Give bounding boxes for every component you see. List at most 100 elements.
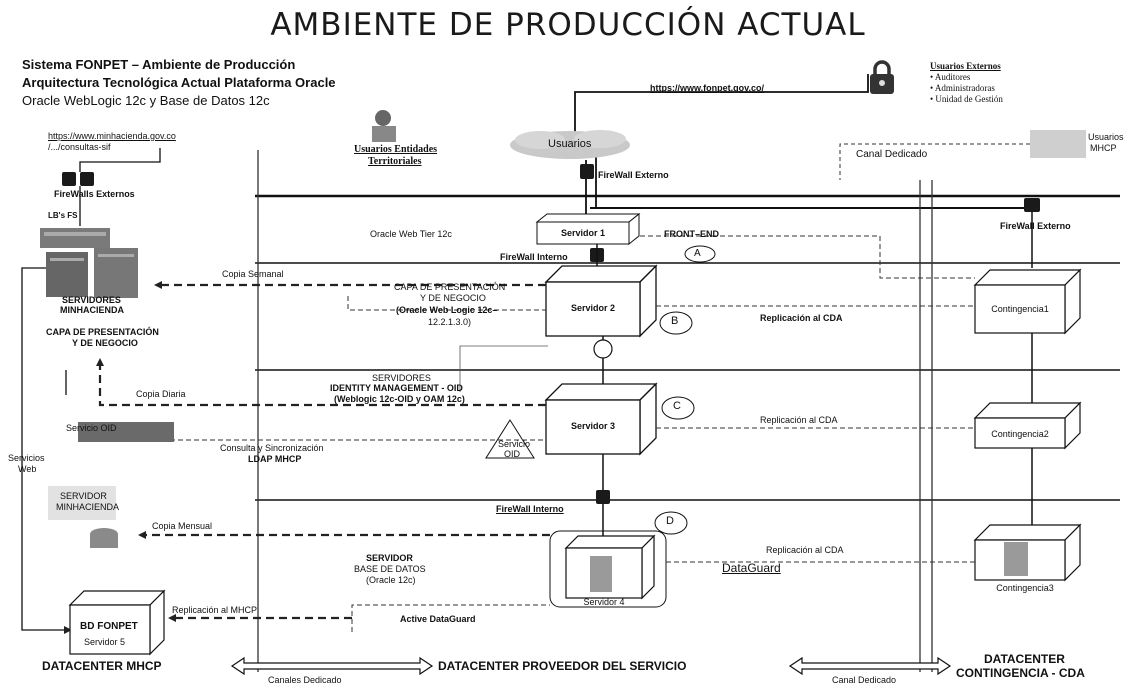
capa-center-label-3: (Oracle Web Logic 12c– (396, 305, 498, 315)
firewall-externo-center-label: FireWall Externo (598, 170, 669, 180)
oracle-web-tier-label: Oracle Web Tier 12c (370, 229, 452, 239)
footer-datacenter-contingencia-2: CONTINGENCIA - CDA (956, 666, 1085, 680)
server-4-frame (549, 530, 667, 608)
replicacion-mhcp-label: Replicación al MHCP (172, 605, 258, 615)
servicio-oid-image (78, 422, 174, 442)
server-1-box (535, 212, 641, 246)
dataguard-label: DataGuard (722, 561, 781, 575)
replicacion-3-label: Replicación al CDA (766, 545, 844, 555)
header-line-1: Sistema FONPET – Ambiente de Producción (22, 57, 296, 72)
network-lines (255, 194, 1120, 501)
contingencia-1-box (973, 268, 1082, 335)
footer-canal-dedicado: Canal Dedicado (832, 675, 897, 685)
servicio-oid-triangle-label-2: OID (504, 449, 521, 459)
usuarios-cloud-icon (510, 130, 630, 159)
contingencia-2-label: Contingencia2 (991, 429, 1049, 439)
firewall-externo-right-label: FireWall Externo (1000, 221, 1071, 231)
capa-center-label-1: CAPA DE PRESENTACIÓN (394, 282, 506, 292)
servidor-minhacienda-label-2: MINHACIENDA (56, 502, 120, 512)
mhcp-url-link[interactable]: https://www.minhacienda.gov.co (48, 131, 176, 141)
copia-semanal-label: Copia Semanal (222, 269, 284, 279)
footer-datacenter-contingencia-1: DATACENTER (984, 652, 1065, 666)
external-users-title: Usuarios Externos (930, 61, 1001, 71)
marker-d (654, 511, 688, 535)
server-4-image (590, 556, 612, 592)
left-connections (21, 148, 161, 634)
capa-left-label-1: CAPA DE PRESENTACIÓN (46, 327, 159, 337)
usuarios-territoriales-label-1: Usuarios Entidades (354, 144, 438, 155)
marker-c (661, 396, 695, 420)
header-line-2: Arquitectura Tecnológica Actual Platafor… (22, 75, 336, 90)
lb-fs-image (40, 228, 110, 248)
servidor-minhacienda-image (48, 486, 116, 520)
servidores-minhacienda-label-2: MINHACIENDA (60, 305, 124, 315)
fonpet-url-link[interactable]: https://www.fonpet.gov.co/ (650, 83, 764, 93)
front-end-label: FRONT–END (664, 229, 720, 239)
idm-label-3: (Weblogic 12c-OID y OAM 12c) (334, 394, 465, 404)
marker-d-label: D (666, 515, 674, 527)
marker-b-label: B (671, 315, 679, 327)
page-title: AMBIENTE DE PRODUCCIÓN ACTUAL (270, 7, 866, 43)
db-disk-body (90, 534, 118, 548)
copia-diaria-arrow (96, 358, 546, 407)
marker-c-label: C (673, 400, 681, 412)
active-dataguard-line (351, 604, 550, 632)
idm-frame (459, 345, 548, 392)
active-dataguard-label: Active DataGuard (400, 614, 476, 624)
server-4-label: Servidor 4 (583, 597, 625, 607)
servicios-web-line (21, 267, 72, 634)
firewall-icon-center (580, 164, 594, 179)
footer-canales-dedicado: Canales Dedicado (268, 675, 342, 685)
servicio-oid-triangle (485, 419, 535, 459)
servicio-oid-triangle-label-1: Servicio (498, 439, 531, 449)
servidor-bd-label-2: BASE DE DATOS (354, 564, 426, 574)
contingencia-1-label: Contingencia1 (991, 304, 1049, 314)
usuarios-mhcp-label-1: Usuarios (1088, 132, 1124, 142)
marker-b (659, 311, 693, 335)
server-2-label: Servidor 2 (570, 303, 616, 313)
consulta-label-2: LDAP MHCP (248, 454, 302, 464)
footer-arrows (230, 656, 952, 676)
external-users-item-1: • Auditores (930, 72, 971, 82)
replicacion-1-label: Replicación al CDA (760, 313, 843, 323)
contingencia-2-box (973, 401, 1082, 450)
consulta-label-1: Consulta y Sincronización (220, 443, 324, 453)
capa-left-label-2: Y DE NEGOCIO (72, 338, 138, 348)
arrow-mhcp-proveedor (230, 656, 434, 676)
contingencia-3-image (1004, 542, 1028, 576)
copy-arrows (96, 281, 550, 622)
bd-fonpet-box (68, 589, 166, 656)
servicio-oid-left-label: Servicio OID (66, 423, 117, 433)
arrow-proveedor-contingencia (788, 656, 952, 676)
firewall-interno-2-label: FireWall Interno (496, 504, 564, 514)
bd-fonpet-label: BD FONPET (80, 621, 138, 632)
external-users-item-3: • Unidad de Gestión (930, 94, 1003, 104)
markers (654, 245, 716, 535)
dedicated-channels (257, 150, 933, 672)
lock-icon (870, 60, 894, 94)
copia-mensual-label: Copia Mensual (152, 521, 213, 531)
server-3-box (544, 382, 658, 456)
canal-dedicado-top-label: Canal Dedicado (856, 149, 928, 160)
servicios-web-label-2: Web (18, 464, 37, 474)
footer-datacenter-proveedor: DATACENTER PROVEEDOR DEL SERVICIO (438, 659, 687, 673)
lb-fs-label: LB's FS (48, 211, 78, 220)
servidor-bd-label-1: SERVIDOR (366, 553, 413, 563)
server-links (596, 244, 604, 536)
copia-diaria-label: Copia Diaria (136, 389, 186, 399)
idm-label-1: SERVIDORES (372, 373, 431, 383)
firewall-icon-interno-2 (596, 490, 610, 504)
usuarios-territoriales-label-2: Territoriales (368, 156, 422, 167)
idm-label-2: IDENTITY MANAGEMENT - OID (330, 383, 463, 393)
marker-a-label: A (694, 248, 701, 259)
capa-center-label-2: Y DE NEGOCIO (420, 293, 486, 303)
server-2-box (544, 264, 658, 338)
servidores-minhacienda-image (46, 248, 138, 298)
replication-lines (170, 235, 975, 632)
firewall-icons (62, 164, 1040, 504)
connector-circle (593, 339, 613, 359)
contingencia-3-label: Contingencia3 (996, 583, 1054, 593)
usuarios-mhcp-label-2: MHCP (1090, 143, 1117, 153)
external-users-item-2: • Administradoras (930, 83, 995, 93)
